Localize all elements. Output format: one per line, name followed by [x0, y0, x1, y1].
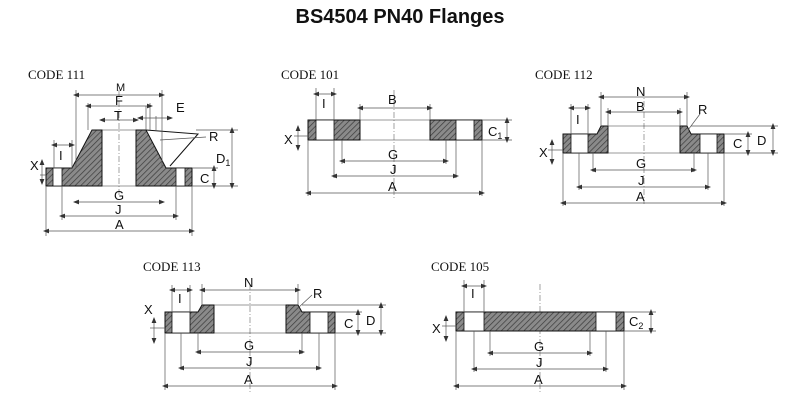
code-112-label-c: C: [733, 136, 742, 151]
code-111-bevel: [145, 129, 200, 167]
code-105-label-a: A: [534, 372, 543, 387]
code-111-label-m: M: [116, 82, 125, 94]
code-105-label-c2: C2: [629, 314, 643, 331]
code-111-drawing: CODE 111 M F T E R D1: [28, 67, 238, 236]
code-113-bolt-hole-left: [171, 311, 191, 334]
code-101-label-b: B: [388, 92, 397, 107]
code-101-label: CODE 101: [281, 67, 339, 82]
code-112-label-b: B: [636, 99, 645, 114]
code-113-bolt-hole-right: [309, 311, 329, 334]
code-112-bolt-hole-right: [699, 133, 718, 154]
code-112-label-d: D: [757, 133, 766, 148]
code-112-label-j: J: [638, 173, 645, 188]
code-112-leader-r: [687, 113, 701, 131]
code-105-bolt-hole-left: [463, 311, 485, 332]
code-105-label-i: I: [471, 286, 475, 301]
code-112-label: CODE 112: [535, 67, 593, 82]
code-113-label-j: J: [246, 354, 253, 369]
code-111-label-g: G: [114, 188, 124, 203]
code-105-bolt-hole-right: [595, 311, 617, 332]
code-111-label-a: A: [115, 217, 124, 232]
page-title: BS4504 PN40 Flanges: [295, 6, 505, 28]
code-112-label-g: G: [636, 156, 646, 171]
code-112-label-x: X: [539, 145, 548, 160]
code-113-drawing: CODE 113 N R I C D X: [143, 259, 386, 392]
code-112-label-r: R: [698, 102, 707, 117]
code-111-label-r: R: [209, 129, 218, 144]
code-113-label: CODE 113: [143, 259, 201, 274]
code-111-leader-r: [159, 136, 207, 141]
code-112-drawing: CODE 112 N B R I C D X: [535, 67, 778, 206]
code-112-label-a: A: [636, 189, 645, 204]
code-112-label-i: I: [576, 112, 580, 127]
code-111-label-d1: D1: [216, 151, 230, 168]
code-101-drawing: CODE 101 I B C1 X G J: [281, 67, 512, 200]
code-101-bolt-hole-left: [315, 119, 335, 141]
code-101-label-i: I: [322, 96, 326, 111]
code-111-label-j: J: [115, 202, 122, 217]
code-111-label-x: X: [30, 158, 39, 173]
code-111-bolt-hole-left: [52, 167, 63, 187]
code-105-section: [455, 311, 625, 332]
code-101-label-c1: C1: [488, 124, 502, 141]
code-113-label-n: N: [244, 275, 253, 290]
code-101-bolt-hole-right: [455, 119, 475, 141]
code-113-leader-r: [297, 294, 313, 309]
code-105-label: CODE 105: [431, 259, 489, 274]
code-113-label-x: X: [144, 302, 153, 317]
code-112-bolt-hole-left: [570, 133, 589, 154]
code-113-label-c: C: [344, 316, 353, 331]
code-111-label-e: E: [176, 100, 185, 115]
code-105-drawing: CODE 105 I C2 X G J A: [431, 259, 656, 392]
code-101-label-a: A: [388, 179, 397, 194]
code-113-label-g: G: [244, 338, 254, 353]
code-111-label-f: F: [115, 93, 123, 108]
code-101-label-j: J: [390, 162, 397, 177]
code-101-label-g: G: [388, 147, 398, 162]
code-111-label-c: C: [200, 171, 209, 186]
code-105-label-x: X: [432, 321, 441, 336]
code-101-label-x: X: [284, 132, 293, 147]
code-113-label-r: R: [313, 286, 322, 301]
code-113-label-i: I: [178, 291, 182, 306]
code-105-label-j: J: [536, 355, 543, 370]
code-111-label-i: I: [59, 148, 63, 163]
code-111-label: CODE 111: [28, 67, 85, 82]
code-112-label-n: N: [636, 84, 645, 99]
code-113-label-d: D: [366, 313, 375, 328]
code-111-bolt-hole-right: [175, 167, 186, 187]
code-113-label-a: A: [244, 372, 253, 387]
code-111-label-t: T: [114, 108, 122, 123]
code-105-label-g: G: [534, 339, 544, 354]
